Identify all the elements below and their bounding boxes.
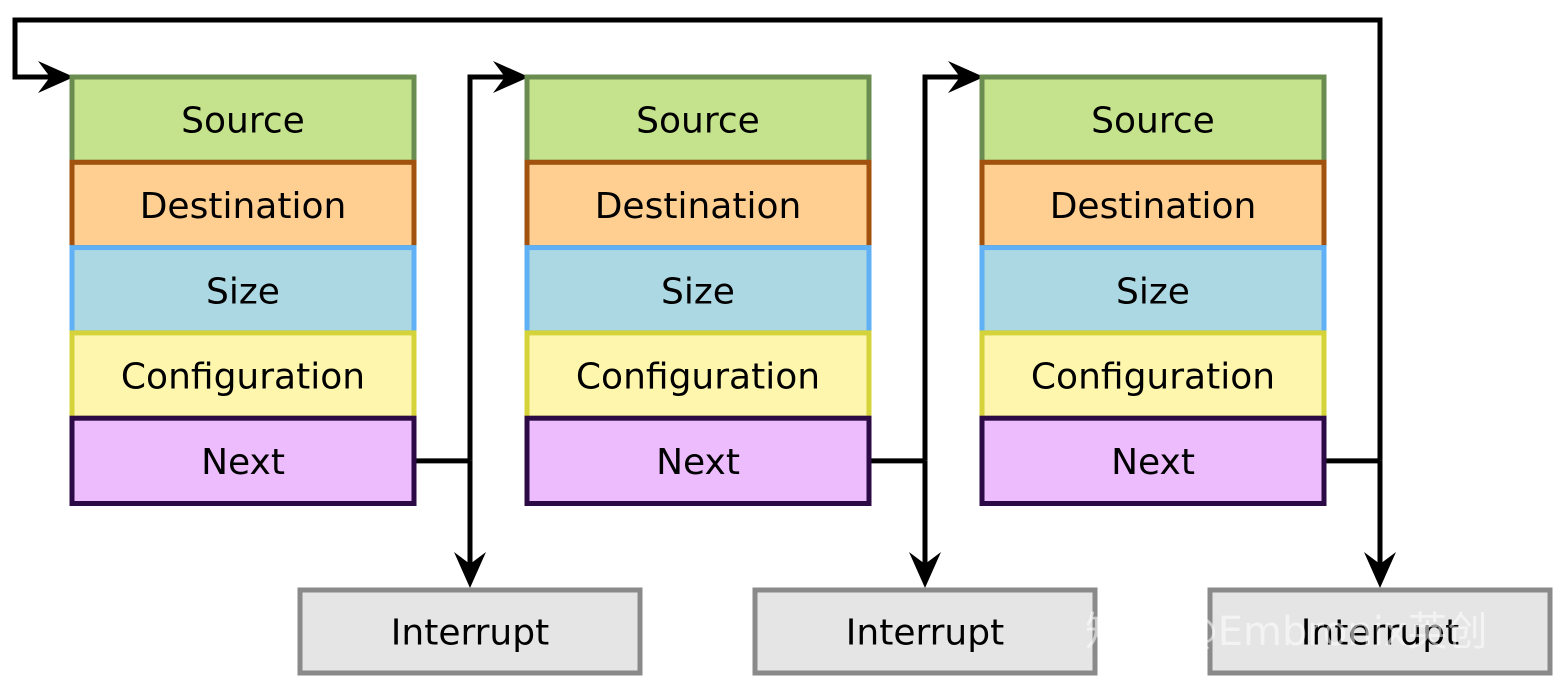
source-field: Source	[69, 74, 417, 165]
interrupt-arrowhead-1	[454, 552, 486, 588]
next-field: Next	[69, 415, 417, 507]
size-field-box	[69, 245, 417, 336]
interrupt-box-1: Interrupt	[297, 587, 643, 676]
next-field-box	[979, 415, 1327, 507]
destination-field: Destination	[979, 159, 1327, 251]
interrupt-arrowhead-2	[909, 552, 941, 588]
configuration-field-box	[69, 330, 417, 421]
destination-label: Destination	[1050, 186, 1257, 227]
configuration-field-box	[979, 330, 1327, 421]
source-label: Source	[181, 101, 305, 142]
configuration-label: Configuration	[121, 357, 365, 398]
interrupt-box-rect	[752, 587, 1098, 676]
size-field: Size	[524, 245, 872, 336]
size-label: Size	[206, 271, 280, 312]
connector-lines	[12, 17, 1396, 588]
size-label: Size	[1116, 271, 1190, 312]
source-field: Source	[979, 74, 1327, 165]
source-field-box	[69, 74, 417, 165]
next-label: Next	[201, 442, 285, 483]
destination-field: Destination	[524, 159, 872, 251]
destination-field: Destination	[69, 159, 417, 251]
loop-back-arrowhead	[38, 61, 74, 93]
destination-field-box	[979, 159, 1327, 251]
interrupt-box-3: Interrupt	[1207, 587, 1553, 676]
interrupt-label: Interrupt	[391, 613, 549, 654]
size-field: Size	[979, 245, 1327, 336]
interrupt-arrowhead-3	[1364, 552, 1396, 588]
loop-back-line	[12, 17, 1383, 461]
configuration-field: Configuration	[979, 330, 1327, 421]
next-field: Next	[524, 415, 872, 507]
next-field-box	[69, 415, 417, 507]
destination-field-box	[69, 159, 417, 251]
next-field-box	[524, 415, 872, 507]
chain-link-line-1	[467, 74, 521, 461]
descriptor-blocks: SourceDestinationSizeConfigurationNextSo…	[69, 74, 1327, 507]
configuration-field: Configuration	[69, 330, 417, 421]
source-field: Source	[524, 74, 872, 165]
destination-label: Destination	[595, 186, 802, 227]
interrupt-label: Interrupt	[1301, 613, 1459, 654]
interrupt-box-rect	[297, 587, 643, 676]
chain-arrowhead-1	[493, 61, 529, 93]
watermark-text: 知乎 @Embronix英创	[1085, 609, 1488, 655]
chain-link-line-2	[922, 74, 976, 461]
next-label: Next	[656, 442, 740, 483]
size-field: Size	[69, 245, 417, 336]
configuration-label: Configuration	[576, 357, 820, 398]
source-label: Source	[636, 101, 760, 142]
configuration-field: Configuration	[524, 330, 872, 421]
source-field-box	[979, 74, 1327, 165]
interrupt-label: Interrupt	[846, 613, 1004, 654]
size-label: Size	[661, 271, 735, 312]
source-label: Source	[1091, 101, 1215, 142]
next-label: Next	[1111, 442, 1195, 483]
interrupt-boxes: Interrupt Interrupt Interrupt	[297, 587, 1553, 676]
watermark: 知乎 @Embronix英创	[1085, 609, 1488, 655]
configuration-label: Configuration	[1031, 357, 1275, 398]
next-field: Next	[979, 415, 1327, 507]
destination-label: Destination	[140, 186, 347, 227]
interrupt-box-rect	[1207, 587, 1553, 676]
chain-arrowhead-2	[948, 61, 984, 93]
interrupt-box-2: Interrupt	[752, 587, 1098, 676]
